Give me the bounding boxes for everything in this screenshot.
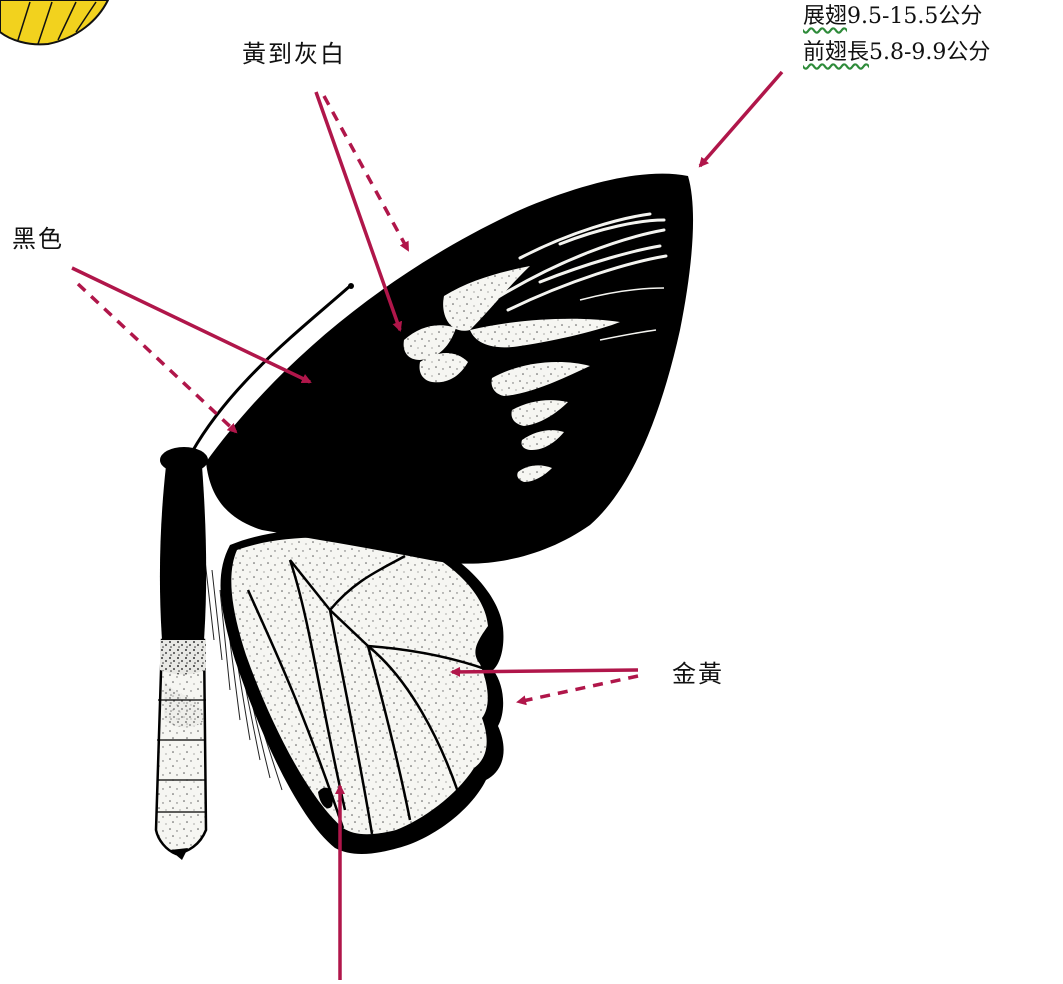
arrow-yellow-gray-dashed: [322, 95, 410, 252]
hindwing-hair-fringe: [204, 559, 283, 791]
forewing-value: 5.8-9.9公分: [869, 40, 991, 65]
wingspan-value: 9.5-15.5公分: [847, 4, 983, 29]
wingspan-measurement: 展翅9.5-15.5公分: [803, 6, 982, 28]
arrow-black-solid: [71, 266, 312, 384]
pointer-arrows: [71, 70, 784, 980]
label-yellow-to-grayish-white: 黃到灰白: [242, 40, 346, 68]
label-black: 黑色: [12, 225, 64, 253]
butterfly-body: [154, 447, 208, 860]
hindwing: [220, 529, 504, 854]
arrow-gold-solid: [450, 666, 639, 677]
antenna: [190, 284, 351, 453]
wingspan-term: 展翅: [803, 4, 848, 29]
arrow-wing-tip: [698, 70, 784, 168]
forewing: [206, 173, 694, 564]
arrow-black-dashed: [76, 282, 238, 434]
label-golden-yellow: 金黃: [672, 660, 724, 688]
arrow-yellow-gray-solid: [314, 91, 403, 332]
forewing-term: 前翅長: [803, 40, 870, 65]
arrow-gold-dashed: [516, 674, 639, 706]
forewing-length-measurement: 前翅長5.8-9.9公分: [803, 42, 990, 64]
corner-wing-fragment: [0, 0, 110, 46]
